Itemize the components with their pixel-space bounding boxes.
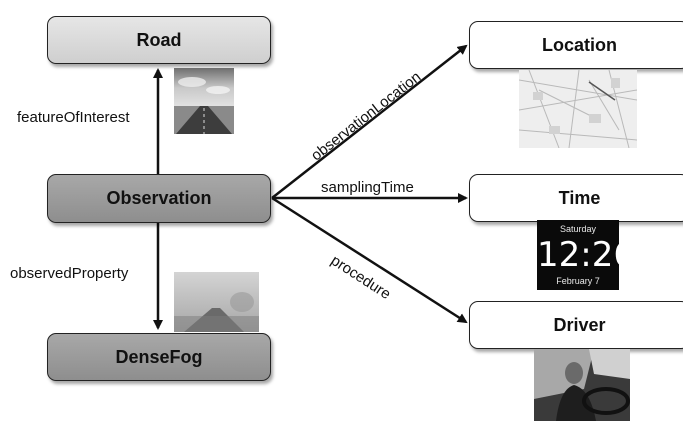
fog-image: [174, 272, 259, 332]
label-sampling-time: samplingTime: [321, 179, 414, 196]
node-driver: Driver: [469, 301, 683, 349]
road-image: [174, 68, 234, 134]
clock-date: February 7: [556, 276, 600, 286]
edge-procedure: [271, 196, 468, 324]
label-feature-of-interest: featureOfInterest: [17, 109, 130, 126]
driver-image: [534, 349, 630, 421]
clock-day: Saturday: [559, 224, 597, 234]
edge-observation-location: [271, 44, 468, 199]
node-location: Location: [469, 21, 683, 69]
clock-time: 12:26: [537, 235, 619, 275]
map-image: [519, 70, 637, 148]
node-observation: Observation: [47, 174, 271, 223]
node-densefog: DenseFog: [47, 333, 271, 381]
label-observed-property: observedProperty: [10, 265, 129, 282]
node-time: Time: [469, 174, 683, 222]
node-road: Road: [47, 16, 271, 64]
clock-image: Saturday 12:26 February 7: [537, 220, 619, 290]
